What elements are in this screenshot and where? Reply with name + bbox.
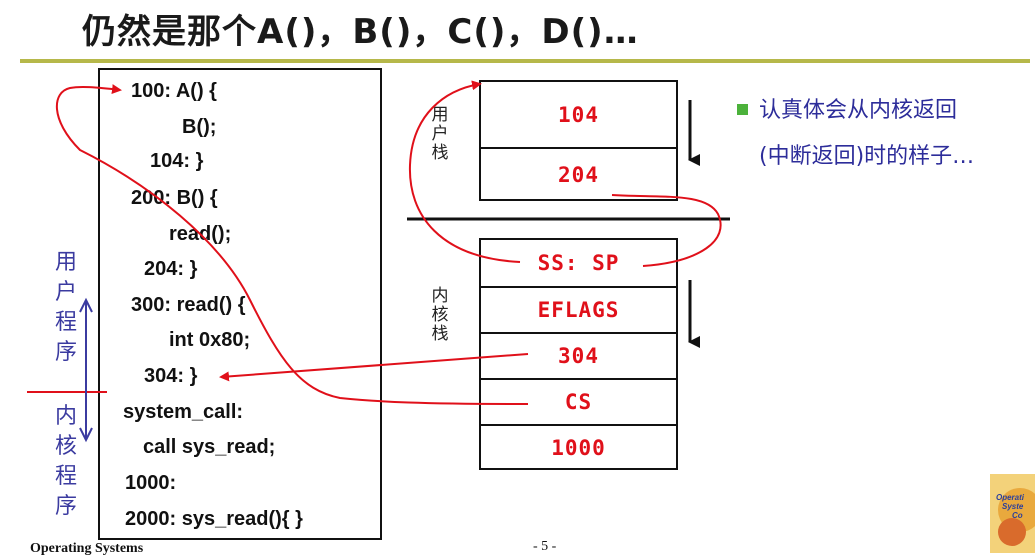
code-line-100: 100: A() { — [131, 80, 217, 102]
user-stack-cell: 204 — [558, 163, 599, 187]
kernel-stack: SS: SP EFLAGS 304 CS 1000 — [479, 238, 678, 470]
user-stack-label: 用户栈 — [431, 105, 449, 163]
user-program-label: 用户程序 — [54, 250, 77, 365]
user-stack: 104 204 — [479, 80, 678, 201]
sssp-arrow-right — [611, 194, 722, 267]
code-line-2000: 2000: sys_read(){ } — [125, 508, 303, 530]
code-panel — [98, 68, 382, 540]
footer-page-number: - 5 - — [533, 539, 557, 554]
code-line-204: 204: } — [144, 258, 198, 280]
kernel-stack-label: 内核栈 — [431, 286, 449, 344]
program-arrow-down-head — [79, 427, 93, 443]
note-text: 认真体会从内核返回 (中断返回)时的样子… — [737, 88, 1027, 180]
cs-return-arrow — [56, 84, 529, 405]
note-line-2: (中断返回)时的样子… — [759, 144, 975, 169]
code-line-304: 304: } — [144, 365, 198, 387]
kernel-stack-cell: EFLAGS — [481, 288, 676, 334]
code-line-call-b: B(); — [182, 116, 217, 138]
kernel-stack-cell: SS: SP — [481, 240, 676, 288]
kernel-stack-cell: CS — [481, 380, 676, 426]
code-line-200: 200: B() { — [131, 187, 218, 209]
footer-course: Operating Systems — [30, 541, 144, 556]
bullet-icon — [737, 104, 748, 115]
user-stack-cell: 104 — [481, 82, 676, 149]
kernel-stack-cell: 1000 — [551, 436, 606, 460]
sssp-arrow-left — [408, 80, 521, 263]
return-address-arrow — [219, 353, 529, 382]
program-arrow-up-head — [79, 297, 93, 313]
kernel-stack-cell: 304 — [481, 334, 676, 380]
slide-title: 仍然是那个A()，B()，C()，D()… — [82, 12, 639, 52]
code-line-104: 104: } — [150, 150, 204, 172]
title-underline — [20, 59, 1030, 63]
code-line-300: 300: read() { — [131, 294, 246, 316]
code-line-1000: 1000: — [125, 472, 177, 494]
kernel-program-label: 内核程序 — [54, 404, 77, 519]
note-line-1: 认真体会从内核返回 — [759, 98, 958, 123]
code-line-system-call: system_call: — [123, 401, 244, 423]
code-line-int80: int 0x80; — [169, 329, 251, 351]
code-line-call-sys-read: call sys_read; — [143, 436, 276, 458]
